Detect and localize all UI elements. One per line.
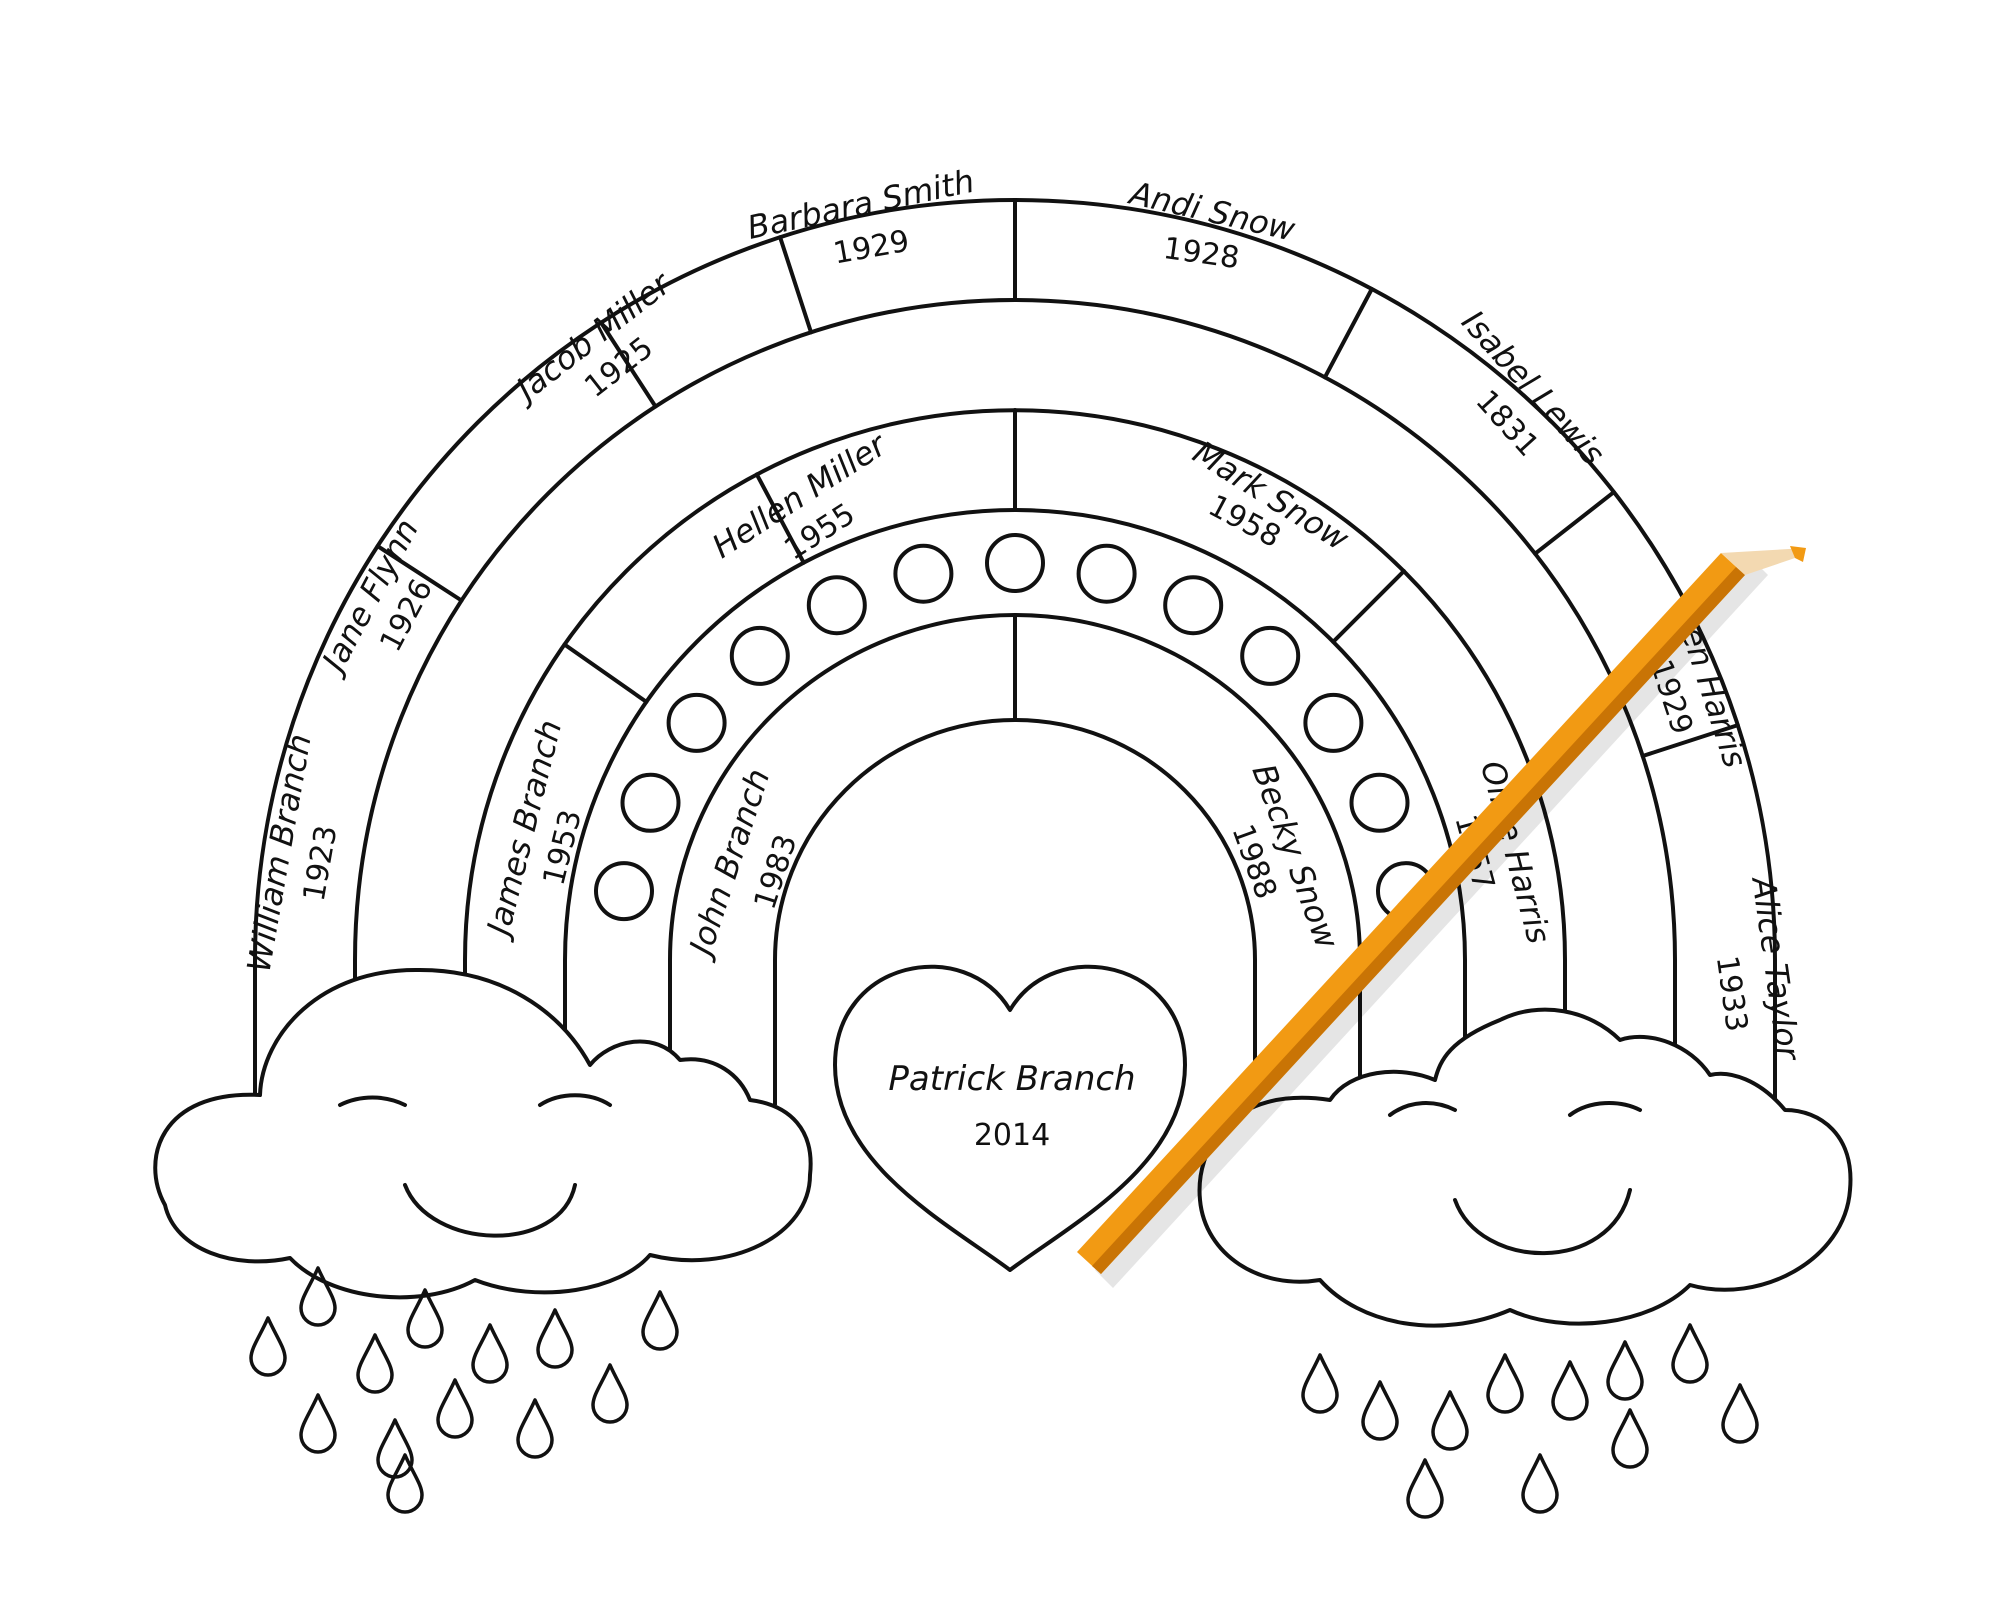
center-person-name: Patrick Branch [888, 1059, 1135, 1099]
barbara-year: 1929 [831, 224, 912, 272]
circle-placeholder-icon [985, 533, 1045, 593]
cloud-left-smile [403, 1183, 577, 1238]
raindrop-icon [406, 1288, 444, 1349]
circle-placeholder-icon [806, 575, 867, 636]
circle-placeholder-icon [620, 772, 681, 833]
circle-placeholder-icon [729, 625, 790, 686]
andi-year: 1928 [1161, 231, 1241, 276]
raindrop-icon [1671, 1323, 1709, 1384]
circle-placeholder-icon [893, 543, 954, 604]
segment-divider [1533, 490, 1616, 556]
alice-name: Alice Taylor [1744, 873, 1808, 1064]
raindrops [249, 1266, 1759, 1519]
raindrop-icon [299, 1266, 337, 1327]
raindrop-icon [1361, 1380, 1399, 1441]
segment-divider [1331, 569, 1406, 644]
circle-placeholder-icon [1163, 575, 1224, 636]
raindrop-icon [249, 1316, 287, 1377]
raindrop-icon [1431, 1390, 1469, 1451]
segment-divider [375, 544, 464, 603]
raindrop-icon [641, 1290, 679, 1351]
pencil-body [1077, 553, 1745, 1274]
raindrop-icon [1606, 1340, 1644, 1401]
cloud-left-curl-1 [338, 1095, 407, 1107]
raindrop-icon [376, 1418, 414, 1479]
circle-placeholder-icon [594, 861, 654, 922]
segment-divider [562, 642, 649, 704]
raindrop-icon [1611, 1408, 1649, 1469]
cloud-right-curl-2 [1568, 1101, 1642, 1117]
pencil-shadow [1095, 557, 1768, 1288]
raindrop-icon [536, 1308, 574, 1369]
cloud-left-curl-2 [538, 1093, 612, 1107]
heart-icon: Patrick Branch 2014 [833, 964, 1187, 1272]
alice-year: 1933 [1709, 953, 1754, 1033]
circle-placeholder-icon [666, 692, 727, 753]
pencil-lead [1790, 546, 1806, 562]
raindrop-icon [1551, 1360, 1589, 1421]
raindrop-icon [1721, 1383, 1759, 1444]
raindrop-icon [1406, 1458, 1444, 1519]
segment-divider [1640, 723, 1740, 758]
circle-placeholder-icon [1303, 692, 1364, 753]
pencil-icon [1077, 546, 1806, 1288]
outer-ring-labels: William Branch 1923 Jane Flynn 1926 Jaco… [240, 162, 1808, 1064]
cloud-right-curl-1 [1388, 1101, 1457, 1117]
arc-band-2 [463, 408, 1567, 1102]
segment-dividers [375, 198, 1740, 758]
raindrop-icon [1486, 1353, 1524, 1414]
segment-divider [599, 320, 658, 409]
raindrop-icon [591, 1363, 629, 1424]
john-year: 1983 [748, 830, 805, 913]
cloud-icon [153, 967, 813, 1300]
raindrop-icon [299, 1393, 337, 1454]
inner-ring-labels: John Branch 1983 Becky Snow 1988 [680, 759, 1347, 965]
raindrop-icon [356, 1333, 394, 1394]
circle-placeholder-icon [1076, 543, 1137, 604]
cloud-right-smile [1453, 1188, 1632, 1256]
raindrop-icon [386, 1453, 424, 1514]
raindrop-icon [436, 1378, 474, 1439]
william-year: 1923 [297, 823, 345, 904]
raindrop-icon [1301, 1353, 1339, 1414]
pencil-wood-tip [1721, 548, 1806, 575]
segment-divider [754, 472, 806, 565]
raindrop-icon [471, 1323, 509, 1384]
raindrop-icon [516, 1398, 554, 1459]
segment-divider [1322, 287, 1374, 380]
cloud-icon [1197, 1007, 1853, 1328]
circle-placeholder-icon [1240, 625, 1301, 686]
pencil-body-shade [1092, 567, 1745, 1274]
segment-divider [778, 235, 813, 335]
raindrop-icon [1521, 1453, 1559, 1514]
circle-placeholder-icon [1349, 772, 1410, 833]
center-person-year: 2014 [974, 1118, 1050, 1153]
